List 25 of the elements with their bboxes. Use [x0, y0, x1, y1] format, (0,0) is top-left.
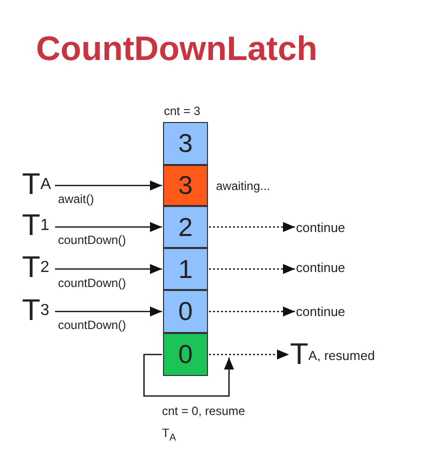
- arrow: [55, 264, 162, 274]
- edge-label: countDown(): [58, 233, 126, 247]
- counter-cell: 0: [163, 333, 208, 376]
- result-label: continue: [296, 218, 352, 236]
- counter-label: cnt = 3: [164, 104, 200, 118]
- arrow: [209, 264, 295, 274]
- counter-cell: 0: [163, 290, 208, 333]
- title: CountDownLatch: [36, 30, 318, 69]
- arrow: [55, 222, 162, 232]
- arrow: [209, 350, 289, 360]
- counter-cell: 2: [163, 206, 208, 248]
- loop-arrow: [143, 354, 234, 397]
- status-label: awaiting...: [216, 179, 270, 193]
- counter-cell: 3: [163, 122, 208, 165]
- edge-label: countDown(): [58, 276, 126, 290]
- arrow: [55, 180, 162, 190]
- counter-cell: 1: [163, 248, 208, 290]
- result-label: continue: [296, 258, 352, 276]
- edge-label: await(): [58, 192, 94, 206]
- edge-label: countDown(): [58, 318, 126, 332]
- counter-cell: 3: [163, 165, 208, 206]
- arrow: [55, 306, 162, 316]
- arrow: [209, 306, 295, 316]
- arrow: [209, 222, 295, 232]
- result-label: continue: [296, 302, 352, 320]
